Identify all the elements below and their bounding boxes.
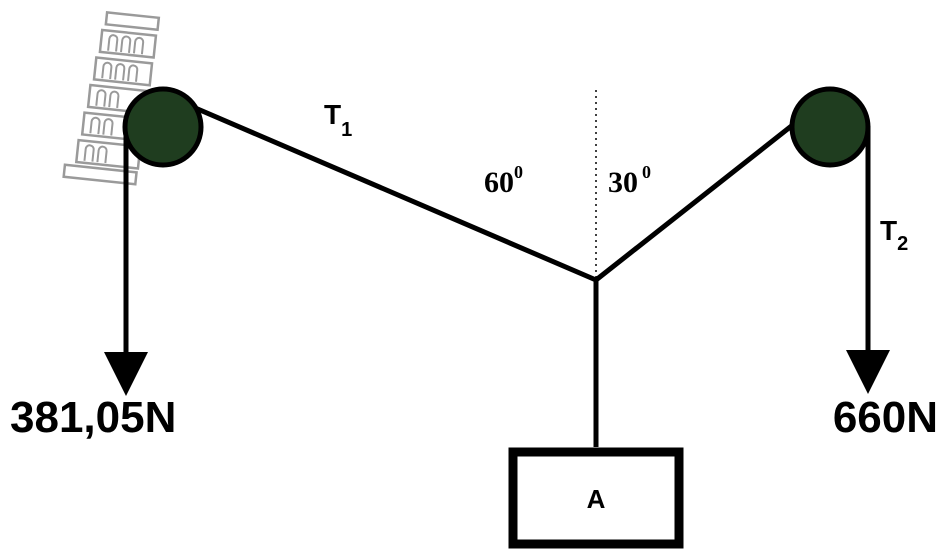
tension-t1-label: T1 [324,99,352,141]
left-pulley [122,86,204,168]
angle-left-label: 600 [484,162,523,199]
right-pulley [789,86,871,168]
left-force-arrowhead [104,352,148,396]
right-force-arrowhead [846,350,890,394]
left-force-label: 381,05N [10,393,176,442]
tension-t2-label: T2 [880,215,908,255]
mass-label: A [587,484,606,514]
right-force-label: 660N [833,393,938,442]
rope-t1 [162,92,599,283]
mass-block [508,447,684,549]
